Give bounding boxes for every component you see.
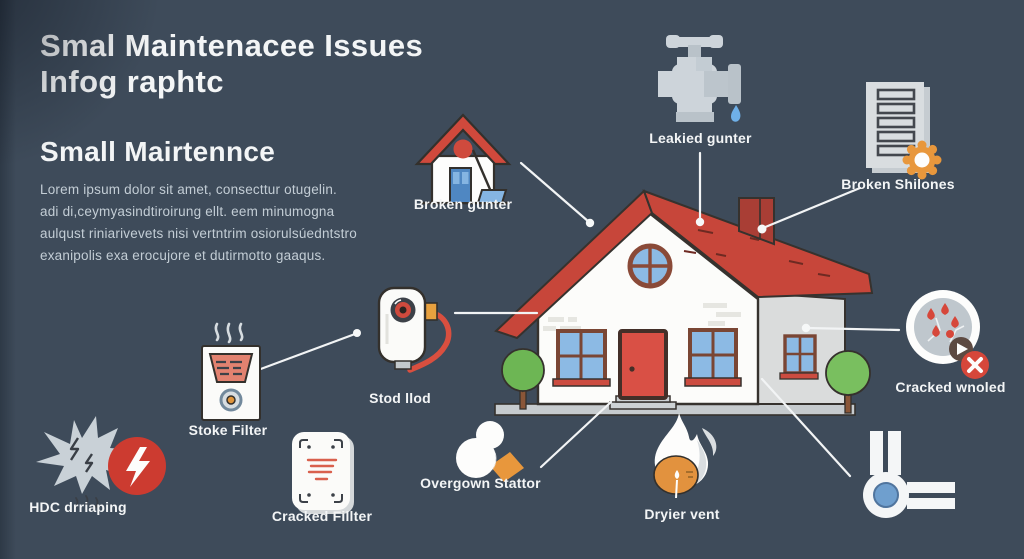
dryer-vent-label: Dryier vent: [644, 506, 720, 522]
paragraph-line: exanipolis exa erocujore et dutirmotto g…: [40, 247, 326, 263]
broken-gutter-label: Broken gunter: [413, 196, 513, 212]
overgrown-stator-label: Overgown Stattor: [420, 475, 541, 491]
paragraph-line: aulqust riniarivevets nisi vertntrim osi…: [40, 225, 357, 241]
pipe-elbow-icon: [863, 431, 955, 518]
water-heater-label: Stod llod: [369, 390, 431, 406]
side-window: [779, 334, 819, 380]
cracked-window-label: Cracked wnoled: [895, 379, 1006, 395]
air-filter-icon: [292, 432, 354, 514]
paragraph-line: adi di,ceymyasindtiroirung ellt. eem min…: [40, 203, 335, 219]
smoke-filter-icon: [201, 322, 261, 421]
document-gear-icon: [866, 82, 942, 180]
title-line-2: Infog raphtc: [40, 63, 224, 99]
steam-icon: [214, 322, 244, 344]
page-subtitle: Small Mairtennce: [40, 136, 276, 167]
page-title: Smal Maintenacee Issues Infog raphtc: [40, 28, 520, 99]
round-window: [627, 243, 673, 289]
water-heater-icon: [377, 286, 452, 373]
main-house: [494, 189, 874, 410]
broken-shingles-label: Broken Shilones: [841, 176, 955, 192]
intro-paragraph: Lorem ipsum dolor sit amet, consecttur o…: [40, 179, 360, 266]
front-window-left: [552, 329, 611, 387]
flame-icon: [653, 413, 717, 499]
front-door: [609, 329, 677, 410]
cracked-filter-label: Cracked Fillter: [271, 508, 373, 524]
leaked-gutter-label: Leakied gunter: [649, 130, 752, 146]
smoke-filter-label: Stoke Filter: [188, 422, 268, 438]
front-window-right: [684, 328, 742, 387]
paragraph-line: Lorem ipsum dolor sit amet, consecttur o…: [40, 182, 337, 197]
faucet-icon: [658, 35, 741, 122]
hdc-dripping-label: HDC drriaping: [29, 499, 127, 515]
title-line-1: Smal Maintenacee Issues: [40, 28, 424, 63]
